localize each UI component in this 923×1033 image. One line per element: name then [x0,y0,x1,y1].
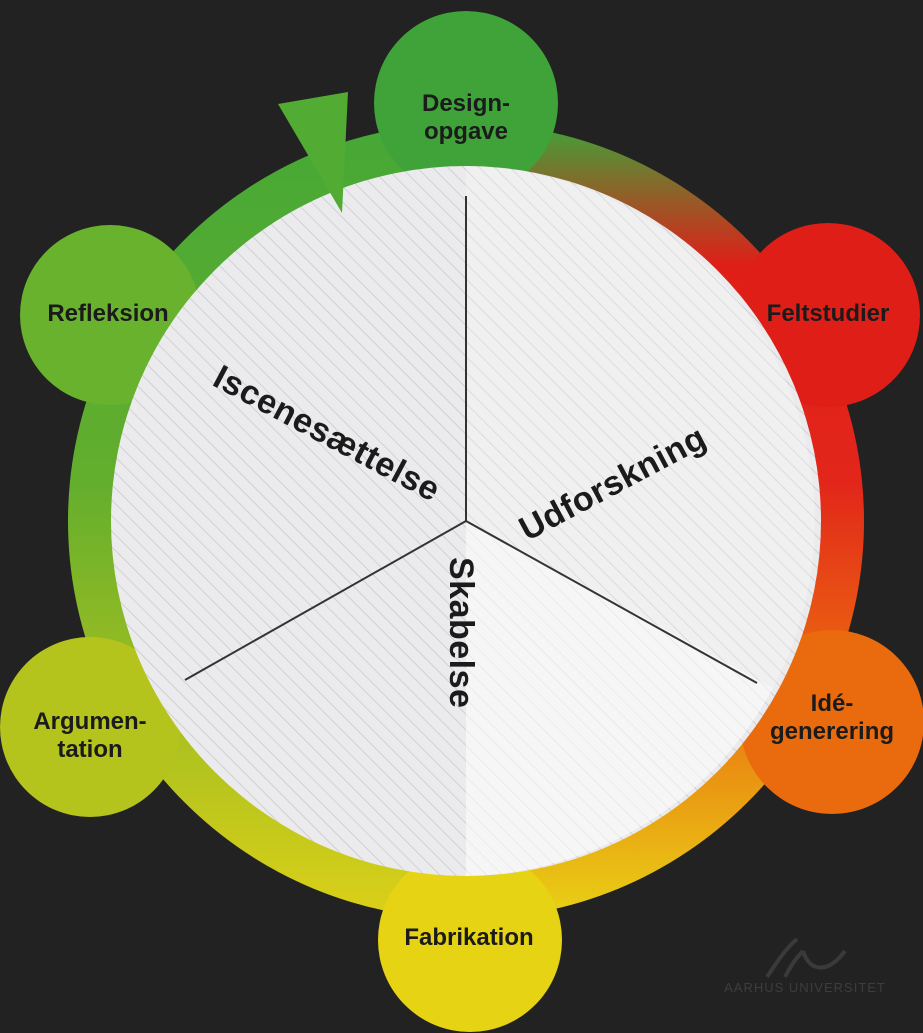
phase-nodes [0,11,923,1032]
sector-dividers [184,196,758,684]
phase-node-idegenerering [740,630,923,814]
phase-label-designopgave: Design-opgave [421,90,511,145]
sector-skabelse-highlight [466,521,773,876]
phase-label-idegenerering: Idé-generering [769,690,895,745]
phase-label-refleksion: Refleksion [47,300,169,327]
university-logo-icon [765,937,847,979]
phase-node-designopgave [374,11,558,195]
phase-label-fabrikation: Fabrikation [404,924,534,951]
phase-node-argumentation [0,637,180,817]
sector-udforskning-highlight [466,166,815,688]
divider-right [465,520,758,684]
divider-left [184,520,467,681]
phase-label-feltstudier: Feltstudier [766,300,890,327]
university-logo-text: AARHUS UNIVERSITET [724,980,886,995]
direction-arrow-icon [278,92,348,213]
sector-label-skabelse: Skabelse [442,557,480,709]
phase-node-fabrikation [378,848,562,1032]
university-logo: AARHUS UNIVERSITET [705,935,905,995]
phase-label-argumentation: Argumen-tation [33,708,147,763]
